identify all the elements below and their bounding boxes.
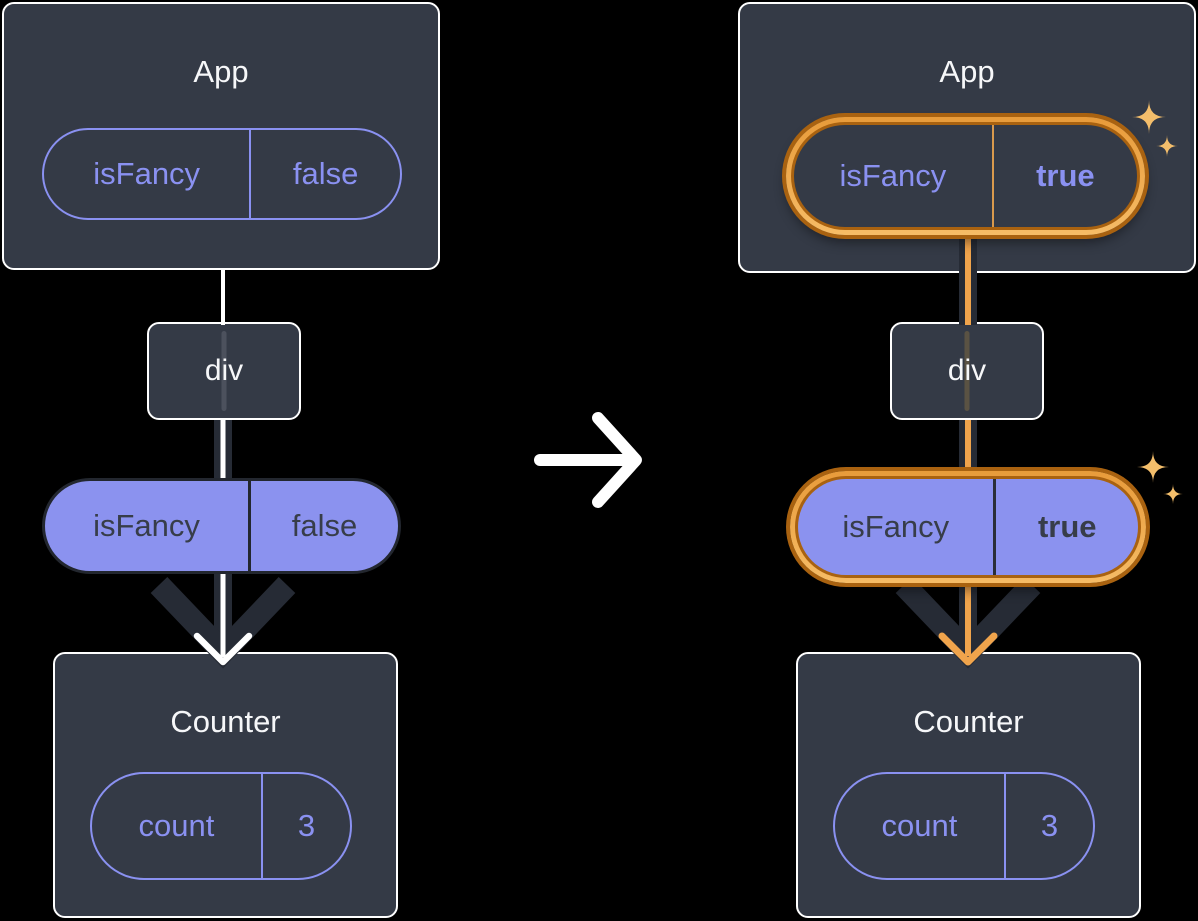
counter-title: Counter [170, 704, 281, 739]
passed-prop-pill-after: isFancy true [798, 479, 1138, 575]
passed-prop-pill-before: isFancy false [42, 478, 401, 574]
chevron-icon [150, 577, 296, 669]
state-name-cell: isFancy [839, 158, 947, 193]
div-card-before: div [147, 322, 301, 420]
div-card-after: div [890, 322, 1044, 420]
app-state-pill-before: isFancy false [42, 128, 402, 220]
chevron-icon [895, 577, 1041, 669]
app-title: App [193, 54, 249, 89]
counter-state-pill-before: count 3 [90, 772, 352, 880]
pass-through-line [221, 331, 227, 411]
prop-value-cell: false [248, 481, 398, 571]
div-label: div [947, 354, 987, 387]
state-name-cell: isFancy [93, 156, 201, 191]
state-value-cell: 3 [1003, 774, 1093, 878]
div-label: div [204, 354, 244, 387]
app-state-pill-after: isFancy true [794, 125, 1137, 227]
prop-name-cell: isFancy [93, 508, 200, 543]
counter-title: Counter [913, 704, 1024, 739]
pass-through-line [964, 331, 970, 411]
prop-name-cell: isFancy [842, 509, 950, 544]
app-state-pill-after-highlight: isFancy true [786, 117, 1145, 235]
state-value-cell: 3 [260, 774, 350, 878]
state-value-cell: false [249, 130, 400, 218]
app-title: App [939, 54, 995, 89]
passed-prop-pill-after-highlight: isFancy true [790, 471, 1146, 583]
state-name-cell: count [138, 808, 215, 843]
counter-state-pill-after: count 3 [833, 772, 1095, 880]
state-value-cell: true [991, 125, 1137, 227]
state-name-cell: count [881, 808, 958, 843]
prop-value-cell: true [993, 479, 1138, 575]
